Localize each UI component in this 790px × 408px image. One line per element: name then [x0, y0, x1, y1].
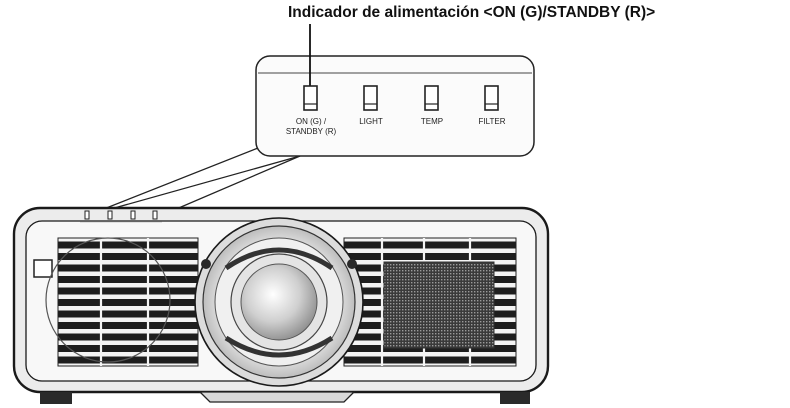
leader-lines [85, 147, 301, 217]
left-vent-grille [45, 237, 199, 367]
indicator-panel-callout [255, 55, 535, 157]
indicator-lamps [303, 85, 499, 111]
body-indicators [80, 210, 162, 223]
power-indicator-callout-title: Indicador de alimentación <ON (G)/STANDB… [288, 4, 656, 21]
temp-indicator-lamp [424, 85, 439, 111]
projection-lens [194, 217, 364, 387]
power-indicator-label-line1: ON (G) / [296, 117, 327, 126]
power-indicator-label-line2: STANDBY (R) [286, 127, 337, 136]
temp-indicator-label: TEMP [421, 117, 443, 126]
right-vent-grille [343, 237, 517, 367]
light-indicator-lamp [363, 85, 378, 111]
filter-indicator-lamp [484, 85, 499, 111]
light-indicator-label: LIGHT [359, 117, 383, 126]
power-indicator-lamp [303, 85, 318, 111]
filter-indicator-label: FILTER [479, 117, 506, 126]
